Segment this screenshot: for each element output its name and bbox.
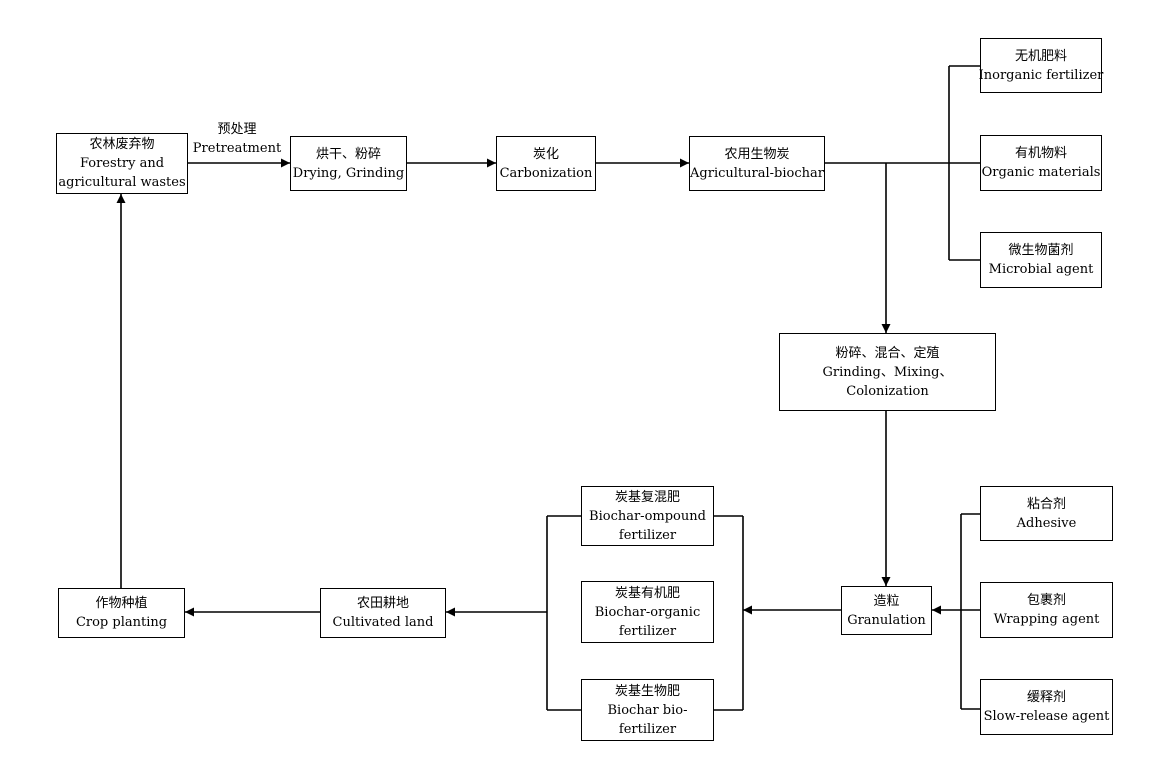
- node-wastes-en-line1: Forestry and: [79, 156, 165, 171]
- node-organic-fert-en-line2: fertilizer: [618, 623, 677, 639]
- node-inorganic-fertilizer: 无机肥料 Inorganic fertilizer: [978, 38, 1104, 93]
- node-wrapping-zh: 包裹剂: [1026, 593, 1066, 608]
- node-granulation-en: Granulation: [847, 612, 926, 628]
- node-biochar-compound-fertilizer: 炭基复混肥 Biochar-ompound fertilizer: [581, 486, 714, 546]
- node-crop-zh: 作物种植: [95, 596, 148, 611]
- node-carbonization-en: Carbonization: [499, 165, 593, 181]
- pretreatment-label: 预处理 Pretreatment: [192, 120, 282, 158]
- node-organic-en: Organic materials: [981, 165, 1101, 180]
- node-inorganic-en: Inorganic fertilizer: [978, 67, 1104, 83]
- node-grinding-mixing-colonization: 粉碎、混合、定殖 Grinding、Mixing、 Colonization: [779, 333, 996, 411]
- node-compound-zh: 炭基复混肥: [614, 489, 680, 505]
- node-grinding-en-line2: Colonization: [846, 383, 929, 399]
- node-wastes-zh: 农林废弃物: [89, 137, 155, 152]
- node-microbial-zh: 微生物菌剂: [1008, 243, 1074, 258]
- node-adhesive-en: Adhesive: [1016, 515, 1077, 531]
- node-biochar-bio-fertilizer: 炭基生物肥 Biochar bio- fertilizer: [581, 679, 714, 741]
- node-grinding-zh: 粉碎、混合、定殖: [835, 345, 940, 361]
- node-adhesive-zh: 粘合剂: [1026, 496, 1066, 512]
- node-biochar-organic-fertilizer: 炭基有机肥 Biochar-organic fertilizer: [581, 581, 714, 643]
- node-forestry-agricultural-wastes: 农林废弃物 Forestry and agricultural wastes: [56, 133, 188, 194]
- node-compound-en-line2: fertilizer: [618, 527, 677, 543]
- node-crop-planting: 作物种植 Crop planting: [58, 588, 185, 638]
- node-slow-release-en: Slow-release agent: [983, 709, 1110, 724]
- node-land-zh: 农田耕地: [356, 596, 409, 611]
- node-bio-fert-zh: 炭基生物肥: [614, 683, 680, 699]
- node-grinding-en-line1: Grinding、Mixing、: [822, 364, 953, 380]
- node-biochar-zh: 农用生物炭: [724, 146, 790, 162]
- pretreatment-zh: 预处理: [217, 122, 257, 137]
- node-crop-en: Crop planting: [75, 615, 168, 630]
- node-granulation: 造粒 Granulation: [841, 586, 932, 635]
- node-slow-release-zh: 缓释剂: [1026, 690, 1066, 705]
- node-organic-materials: 有机物料 Organic materials: [980, 135, 1102, 191]
- node-wastes-en-line2: agricultural wastes: [58, 175, 186, 190]
- node-carbonization: 炭化 Carbonization: [496, 136, 596, 191]
- node-carbonization-zh: 炭化: [532, 146, 559, 162]
- node-bio-fert-en-line1: Biochar bio-: [607, 702, 688, 718]
- node-organic-fert-zh: 炭基有机肥: [614, 585, 680, 601]
- node-bio-fert-en-line2: fertilizer: [618, 721, 677, 737]
- node-drying-grinding: 烘干、粉碎 Drying, Grinding: [290, 136, 407, 191]
- node-adhesive: 粘合剂 Adhesive: [980, 486, 1113, 541]
- node-compound-en-line1: Biochar-ompound: [589, 508, 706, 524]
- node-organic-zh: 有机物料: [1014, 146, 1067, 161]
- pretreatment-en: Pretreatment: [192, 141, 282, 156]
- node-drying-zh: 烘干、粉碎: [315, 146, 381, 162]
- node-biochar-en: Agricultural-biochar: [690, 165, 824, 181]
- node-slow-release-agent: 缓释剂 Slow-release agent: [980, 679, 1113, 735]
- node-microbial-agent: 微生物菌剂 Microbial agent: [980, 232, 1102, 288]
- node-drying-en: Drying, Grinding: [292, 165, 405, 181]
- node-organic-fert-en-line1: Biochar-organic: [594, 604, 701, 620]
- node-agricultural-biochar: 农用生物炭 Agricultural-biochar: [689, 136, 825, 191]
- node-land-en: Cultivated land: [332, 615, 434, 630]
- node-inorganic-zh: 无机肥料: [1014, 48, 1067, 64]
- node-cultivated-land: 农田耕地 Cultivated land: [320, 588, 446, 638]
- node-wrapping-agent: 包裹剂 Wrapping agent: [980, 582, 1113, 638]
- node-microbial-en: Microbial agent: [988, 262, 1094, 277]
- node-granulation-zh: 造粒: [873, 593, 900, 609]
- node-wrapping-en: Wrapping agent: [993, 612, 1100, 627]
